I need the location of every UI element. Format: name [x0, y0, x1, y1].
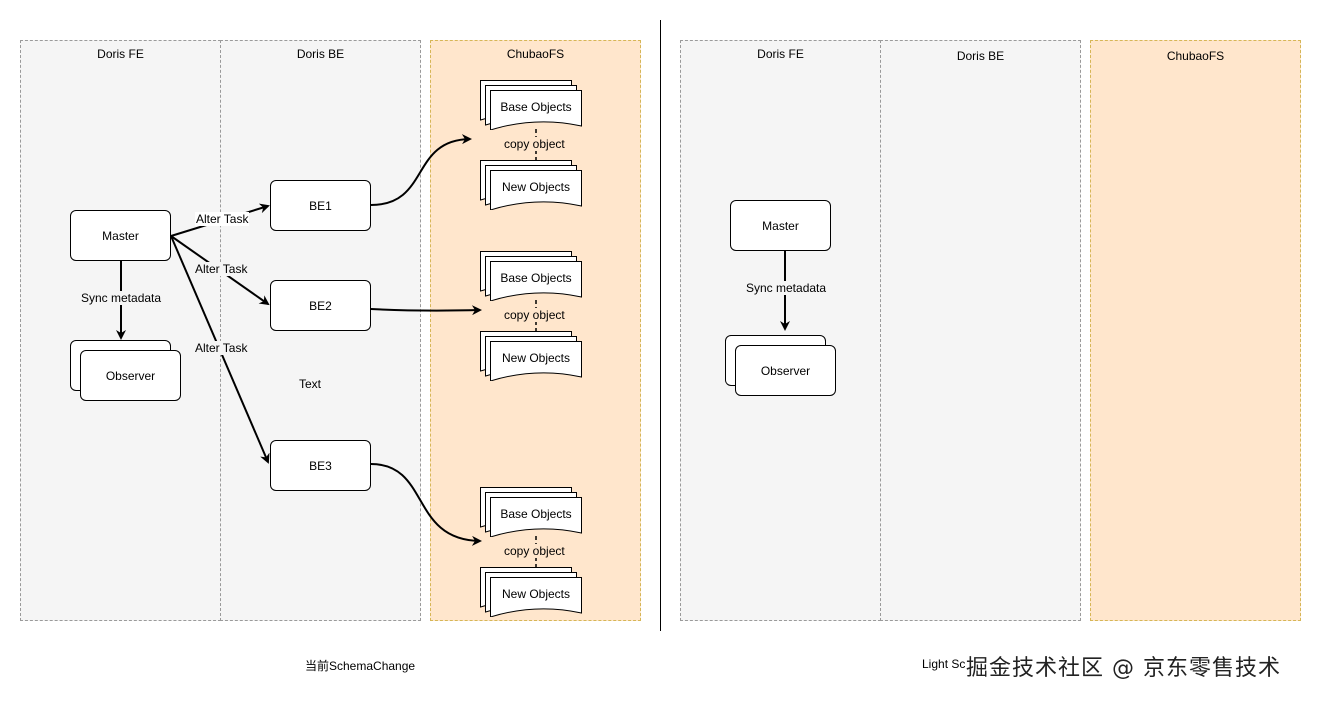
new-objects-2-label: New Objects — [501, 351, 571, 365]
base-objects-3-label: Base Objects — [500, 507, 572, 521]
base-objects-2[interactable]: Base Objects — [480, 251, 582, 301]
copy-object-label-2: copy object — [503, 308, 566, 322]
alter-task-label-1: Alter Task — [195, 212, 250, 226]
left-master-node[interactable]: Master — [70, 210, 171, 261]
be1-node[interactable]: BE1 — [270, 180, 371, 231]
base-objects-1[interactable]: Base Objects — [480, 80, 582, 130]
new-objects-3-label: New Objects — [501, 587, 571, 601]
base-objects-2-label: Base Objects — [500, 271, 572, 285]
right-caption: Light Sc — [922, 657, 966, 671]
edge-be1-objects1 — [370, 134, 472, 206]
panel-divider — [660, 20, 661, 631]
alter-task-label-3: Alter Task — [194, 341, 249, 355]
alter-task-label-2: Alter Task — [194, 262, 249, 276]
copy-object-label-1: copy object — [503, 137, 566, 151]
left-caption: 当前SchemaChange — [305, 659, 416, 673]
right-master-node[interactable]: Master — [730, 200, 831, 251]
sync-metadata-label-right: Sync metadata — [745, 281, 828, 295]
right-be-lane-title: Doris BE — [956, 49, 1005, 63]
floating-text: Text — [299, 377, 322, 391]
left-fe-lane-title: Doris FE — [97, 47, 144, 61]
right-observer-node[interactable]: Observer — [735, 345, 836, 396]
new-objects-2[interactable]: New Objects — [480, 331, 582, 381]
base-objects-1-label: Base Objects — [500, 100, 572, 114]
right-fe-lane-title: Doris FE — [757, 47, 804, 61]
sync-metadata-label-left: Sync metadata — [80, 291, 163, 305]
right-be-lane: Doris BE — [880, 40, 1081, 621]
new-objects-3[interactable]: New Objects — [480, 567, 582, 617]
new-objects-1[interactable]: New Objects — [480, 160, 582, 210]
edge-be3-objects3 — [370, 463, 482, 546]
left-be-lane: Doris BE — [220, 40, 421, 621]
new-objects-1-label: New Objects — [501, 180, 571, 194]
base-objects-3[interactable]: Base Objects — [480, 487, 582, 537]
copy-object-label-3: copy object — [503, 544, 566, 558]
be2-node[interactable]: BE2 — [270, 280, 371, 331]
left-observer-node[interactable]: Observer — [80, 350, 181, 401]
right-chubaofs-lane-title: ChubaoFS — [1166, 49, 1225, 63]
watermark: 掘金技术社区 @ 京东零售技术 — [966, 656, 1281, 681]
be3-node[interactable]: BE3 — [270, 440, 371, 491]
edge-be2-objects2 — [370, 305, 482, 316]
right-chubaofs-lane: ChubaoFS — [1090, 40, 1301, 621]
left-chubaofs-lane-title: ChubaoFS — [506, 47, 565, 61]
left-be-lane-title: Doris BE — [296, 47, 345, 61]
